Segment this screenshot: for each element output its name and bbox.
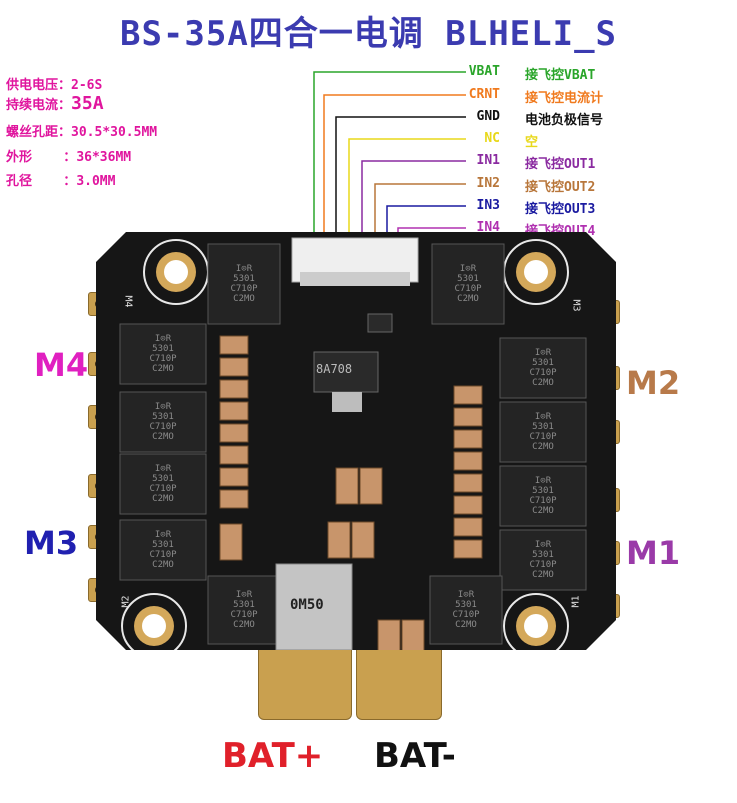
mosfet-chip — [119, 453, 207, 515]
motor-label-m3: M3 — [24, 524, 79, 562]
mosfet-marking: I⊙R 5301 C710P C2MO — [529, 348, 557, 388]
mosfet-chip — [429, 575, 503, 645]
gnd-wire — [335, 116, 466, 238]
crnt-wire — [323, 94, 466, 238]
pin-name-in3: IN3 — [476, 198, 500, 213]
capacitors — [219, 335, 483, 657]
mosfet-marking: I⊙R 5301 C710P C2MO — [230, 590, 258, 630]
mosfet-chip — [499, 337, 587, 399]
battery-minus-tab — [356, 648, 442, 720]
shunt-resistor — [275, 563, 353, 651]
mosfet-marking: I⊙R 5301 C710P C2MO — [149, 464, 177, 504]
pin-name-crnt: CRNT — [468, 87, 500, 102]
pin-desc-vbat: 接飞控VBAT — [525, 68, 596, 83]
vbat-wire — [313, 71, 466, 238]
mosfet-chip — [431, 243, 505, 325]
in3-wire — [386, 205, 466, 238]
mosfet-chip — [499, 465, 587, 527]
mounting-hole — [143, 239, 209, 305]
spec-size: 外形 ：36*36MM — [6, 150, 132, 165]
mosfet-marking: I⊙R 5301 C710P C2MO — [529, 476, 557, 516]
pin-name-nc: NC — [484, 131, 500, 146]
pin-name-vbat: VBAT — [468, 64, 500, 79]
signal-connector — [291, 237, 419, 286]
pin-desc-in2: 接飞控OUT2 — [525, 180, 596, 195]
pin-desc-gnd: 电池负极信号 — [525, 113, 604, 128]
silk-m3: M3 — [570, 299, 582, 312]
motor-label-m4: M4 — [34, 346, 89, 384]
battery-minus-label: BAT- — [374, 736, 456, 776]
mosfet-chip — [207, 243, 281, 325]
mosfet-chip — [499, 401, 587, 463]
mosfet-chip — [499, 529, 587, 591]
mosfets — [119, 243, 587, 645]
mounting-holes — [121, 239, 569, 659]
silk-m4: M4 — [122, 295, 134, 308]
mosfet-chip — [119, 323, 207, 385]
mosfet-chip — [119, 391, 207, 453]
motor-label-m1: M1 — [626, 534, 681, 572]
mounting-hole — [503, 239, 569, 305]
mounting-hole — [121, 593, 187, 659]
pin-name-gnd: GND — [476, 109, 500, 124]
silk-m1: M1 — [570, 595, 582, 608]
pin-desc-crnt: 接飞控电流计 — [525, 91, 604, 106]
mosfet-marking: I⊙R 5301 C710P C2MO — [149, 334, 177, 374]
spec-hole-diameter: 孔径 ：3.0MM — [6, 174, 116, 189]
battery-plus-tab — [258, 648, 352, 720]
motor-label-m2: M2 — [626, 364, 681, 402]
pin-name-in2: IN2 — [476, 176, 500, 191]
spec-hole-spacing: 螺丝孔距：30.5*30.5MM — [6, 125, 158, 140]
spec-voltage: 供电电压：2-6S — [6, 78, 103, 93]
silk-m2: M2 — [120, 595, 132, 608]
mosfet-marking: I⊙R 5301 C710P C2MO — [454, 264, 482, 304]
voltage-regulator — [313, 313, 393, 412]
mosfet-chip — [207, 575, 281, 645]
spec-current: 持续电流：35A — [6, 93, 104, 114]
shunt-label: 0M50 — [290, 597, 324, 613]
mosfet-marking: I⊙R 5301 C710P C2MO — [149, 530, 177, 570]
pin-name-in1: IN1 — [476, 153, 500, 168]
mosfet-marking: I⊙R 5301 C710P C2MO — [529, 412, 557, 452]
battery-plus-label: BAT+ — [222, 736, 324, 776]
mosfet-marking: I⊙R 5301 C710P C2MO — [149, 402, 177, 442]
in2-wire — [374, 183, 466, 238]
pin-name-in4: IN4 — [476, 220, 500, 235]
pin-desc-in3: 接飞控OUT3 — [525, 202, 596, 217]
mosfet-chip — [119, 519, 207, 581]
pin-desc-in1: 接飞控OUT1 — [525, 157, 596, 172]
mosfet-marking: I⊙R 5301 C710P C2MO — [230, 264, 258, 304]
page-title: BS-35A四合一电调 BLHELI_S — [119, 14, 618, 54]
pin-desc-nc: 空 — [525, 135, 539, 150]
nc-wire — [348, 138, 466, 238]
mosfet-marking: I⊙R 5301 C710P C2MO — [452, 590, 480, 630]
regulator-label: 8A708 — [316, 362, 353, 376]
esc-board: 8A708 0M50 M4 M3 M2 M1 I⊙R 5301 C710P C2… — [96, 232, 616, 659]
mosfet-marking: I⊙R 5301 C710P C2MO — [529, 540, 557, 580]
in1-wire — [361, 160, 466, 238]
